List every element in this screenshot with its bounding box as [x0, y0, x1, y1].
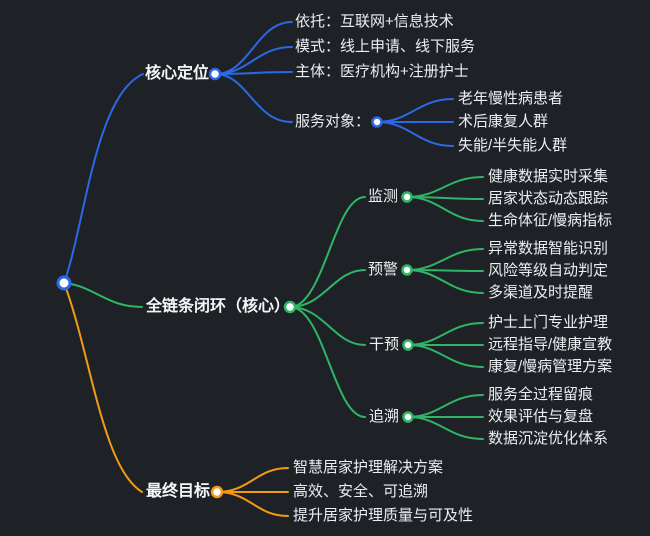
node-handle-dot[interactable]: [402, 339, 414, 351]
node-data-optimization[interactable]: 数据沉淀优化体系: [488, 430, 609, 447]
node-risk-level-judgement[interactable]: 风险等级自动判定: [488, 262, 609, 279]
node-abnormal-data-recognition[interactable]: 异常数据智能识别: [488, 240, 609, 257]
branch-curve: [214, 21, 293, 75]
branch-curve: [63, 282, 143, 493]
node-effect-review[interactable]: 效果评估与复盘: [488, 408, 594, 425]
node-intervention[interactable]: 干预: [369, 336, 400, 353]
branch-curve: [63, 73, 144, 284]
node-monitoring[interactable]: 监测: [368, 188, 399, 205]
node-service-targets[interactable]: 服务对象：: [295, 113, 371, 130]
node-remote-guidance[interactable]: 远程指导/健康宣教: [488, 336, 613, 353]
branch-curve: [407, 322, 484, 346]
branch-curve: [214, 46, 293, 75]
node-efficient-safe-traceable[interactable]: 高效、安全、可追溯: [293, 483, 429, 500]
node-home-status-tracking[interactable]: 居家状态动态跟踪: [488, 190, 609, 207]
node-handle-dot[interactable]: [283, 300, 297, 314]
branch-curve: [406, 176, 484, 198]
node-handle-dot[interactable]: [401, 264, 413, 276]
node-handle-dot[interactable]: [401, 191, 413, 203]
branch-curve: [376, 121, 454, 147]
node-postop-recovery[interactable]: 术后康复人群: [458, 113, 549, 130]
node-handle-dot[interactable]: [402, 411, 414, 423]
node-mode[interactable]: 模式：线上申请、线下服务: [295, 38, 476, 55]
node-full-chain-loop[interactable]: 全链条闭环（核心）: [146, 298, 291, 315]
node-final-goal[interactable]: 最终目标: [146, 483, 211, 500]
branch-curve: [406, 248, 484, 271]
node-rehab-plan[interactable]: 康复/慢病管理方案: [488, 358, 613, 375]
root-node-dot[interactable]: [56, 275, 72, 291]
node-smart-home-care-solution[interactable]: 智慧居家护理解决方案: [293, 459, 444, 476]
node-nurse-home-visit[interactable]: 护士上门专业护理: [488, 314, 609, 331]
node-reliance[interactable]: 依托：互联网+信息技术: [295, 13, 454, 30]
node-main-body[interactable]: 主体：医疗机构+注册护士: [295, 63, 469, 80]
branch-curve: [289, 269, 366, 308]
node-early-warning[interactable]: 预警: [368, 261, 399, 278]
branch-curve: [406, 269, 484, 294]
branch-curve: [376, 98, 454, 123]
branch-curve: [406, 196, 484, 222]
node-handle-dot[interactable]: [210, 485, 224, 499]
node-vital-signs[interactable]: 生命体征/慢病指标: [488, 212, 613, 229]
node-handle-dot[interactable]: [371, 116, 383, 128]
node-elderly-chronic[interactable]: 老年慢性病患者: [458, 90, 564, 107]
node-multichannel-reminder[interactable]: 多渠道及时提醒: [488, 284, 594, 301]
branch-curve: [63, 282, 143, 308]
node-traceability[interactable]: 追溯: [369, 408, 400, 425]
node-disabled-groups[interactable]: 失能/半失能人群: [458, 137, 568, 154]
branch-curve: [407, 344, 484, 368]
node-handle-dot[interactable]: [208, 67, 222, 81]
branch-curve: [407, 394, 484, 418]
branch-curve: [216, 467, 289, 493]
node-health-data-collection[interactable]: 健康数据实时采集: [488, 168, 609, 185]
branch-curve: [216, 491, 289, 517]
branch-curve: [289, 196, 366, 308]
node-service-record[interactable]: 服务全过程留痕: [488, 386, 594, 403]
branch-curve: [289, 306, 366, 346]
branch-curve: [407, 416, 484, 440]
branch-curve: [214, 71, 293, 75]
node-core-positioning[interactable]: 核心定位: [145, 65, 210, 82]
branch-curve: [289, 306, 366, 418]
branch-curve: [214, 73, 293, 123]
node-quality-accessibility[interactable]: 提升居家护理质量与可及性: [293, 507, 474, 524]
